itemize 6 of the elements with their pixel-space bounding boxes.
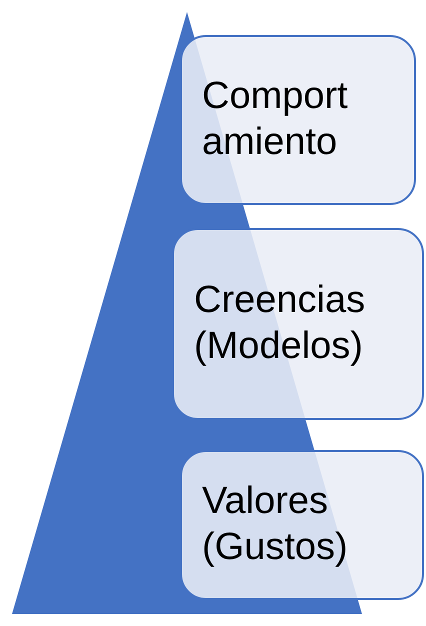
level-box <box>180 35 416 205</box>
level-label: Creencias (Modelos) <box>194 278 366 369</box>
level-box <box>172 228 424 420</box>
level-box <box>180 450 424 600</box>
level-label: Comportamiento <box>202 74 349 165</box>
level-label: Valores (Gustos) <box>202 479 349 570</box>
